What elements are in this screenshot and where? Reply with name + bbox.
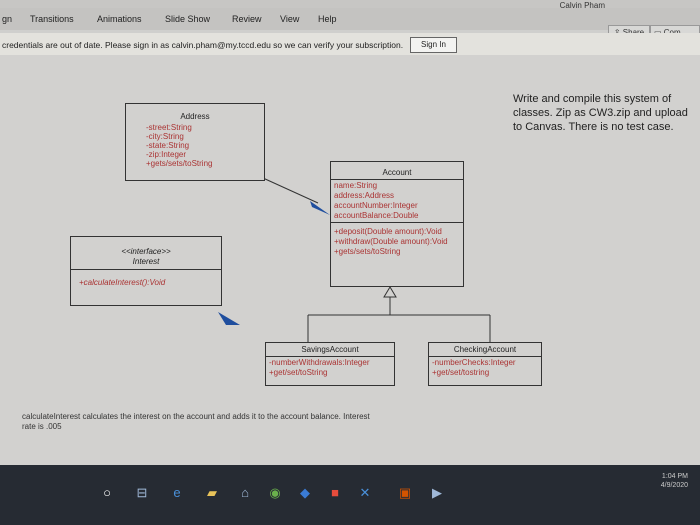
savings-members: -numberWithdrawals:Integer +get/set/toSt… — [266, 356, 394, 379]
aggregation-arrow — [310, 201, 330, 215]
share-icon: ⇪ — [614, 28, 623, 37]
footer-note: calculateInterest calculates the interes… — [22, 412, 370, 431]
checking-class-name: CheckingAccount — [453, 345, 517, 354]
address-class-box: Address -street:String -city:String -sta… — [125, 103, 265, 181]
cursor-arrow-marker — [218, 312, 240, 325]
address-attr: -city:String — [146, 132, 184, 141]
word-app-icon[interactable]: ■ — [331, 485, 339, 500]
interface-name: Interest — [132, 257, 160, 266]
message-bar: credentials are out of date. Please sign… — [0, 33, 700, 55]
sign-in-button[interactable]: Sign In — [410, 37, 457, 53]
app-icon[interactable]: ✕ — [359, 485, 371, 500]
savings-class-name: SavingsAccount — [301, 345, 359, 354]
account-attr: name:String — [334, 181, 378, 190]
address-class-name: Address — [180, 112, 210, 121]
interface-stereotype: <<interface>> — [121, 247, 171, 256]
address-attr: -zip:Integer — [146, 150, 187, 159]
system-clock[interactable]: 1:04 PM 4/9/2020 — [661, 472, 688, 490]
tab-animations[interactable]: Animations — [97, 14, 142, 24]
checking-attr: -numberChecks:Integer — [432, 358, 516, 367]
account-method: +withdraw(Double amount):Void — [334, 237, 448, 246]
message-text: credentials are out of date. Please sign… — [2, 40, 404, 50]
address-attr: -state:String — [146, 141, 190, 150]
taskbar — [0, 465, 700, 525]
address-attr: +gets/sets/toString — [146, 159, 213, 168]
checking-account-class-box: CheckingAccount -numberChecks:Integer +g… — [428, 342, 542, 386]
title-bar: Calvin Pham — [0, 0, 700, 10]
file-explorer-icon[interactable]: ▰ — [207, 485, 217, 500]
start-icon[interactable]: ○ — [103, 485, 111, 500]
tab-design[interactable]: gn — [2, 14, 13, 24]
comment-icon: ▭ — [654, 28, 664, 37]
tab-view[interactable]: View — [280, 14, 300, 24]
clock-time: 1:04 PM — [661, 473, 688, 480]
interest-interface-box: <<interface>> Interest +calculateInteres… — [70, 236, 222, 306]
slide-canvas[interactable]: Address -street:String -city:String -sta… — [0, 55, 700, 465]
interface-method: +calculateInterest():Void — [71, 269, 221, 296]
app-icon[interactable]: ◆ — [300, 485, 310, 500]
account-attr: address:Address — [334, 191, 395, 200]
account-method: +gets/sets/toString — [334, 247, 401, 256]
account-attributes: name:String address:Address accountNumbe… — [331, 179, 463, 222]
comments-label: Com — [664, 28, 681, 37]
ribbon-tabs: gn Transitions Animations Slide Show Rev… — [0, 8, 700, 30]
account-class-name: Account — [382, 168, 412, 177]
task-view-icon[interactable]: ⊟ — [136, 485, 148, 500]
account-attr: accountNumber:Integer — [334, 201, 418, 210]
checking-members: -numberChecks:Integer +get/set/tostring — [429, 356, 541, 379]
tab-transitions[interactable]: Transitions — [30, 14, 74, 24]
account-attr: accountBalance:Double — [334, 211, 419, 220]
instructions-text: Write and compile this system of classes… — [513, 93, 688, 133]
powerpoint-icon[interactable]: ▣ — [398, 485, 412, 500]
account-method: +deposit(Double amount):Void — [334, 227, 442, 236]
savings-account-class-box: SavingsAccount -numberWithdrawals:Intege… — [265, 342, 395, 386]
tab-help[interactable]: Help — [318, 14, 337, 24]
uml-connectors — [218, 177, 491, 345]
tab-slide-show[interactable]: Slide Show — [165, 14, 211, 24]
store-icon[interactable]: ⌂ — [241, 485, 249, 500]
edge-icon[interactable]: e — [173, 485, 181, 500]
video-icon[interactable]: ▶ — [432, 485, 442, 500]
tab-review[interactable]: Review — [232, 14, 262, 24]
savings-method: +get/set/toString — [269, 368, 328, 377]
savings-attr: -numberWithdrawals:Integer — [269, 358, 370, 367]
account-class-box: Account name:String address:Address acco… — [330, 161, 464, 287]
chrome-icon[interactable]: ◉ — [269, 485, 281, 500]
user-name: Calvin Pham — [559, 1, 605, 10]
clock-date: 4/9/2020 — [660, 482, 688, 489]
account-methods: +deposit(Double amount):Void +withdraw(D… — [331, 222, 463, 258]
checking-method: +get/set/tostring — [432, 368, 490, 377]
share-label: Share — [623, 28, 644, 37]
address-attr: -street:String — [146, 123, 192, 132]
